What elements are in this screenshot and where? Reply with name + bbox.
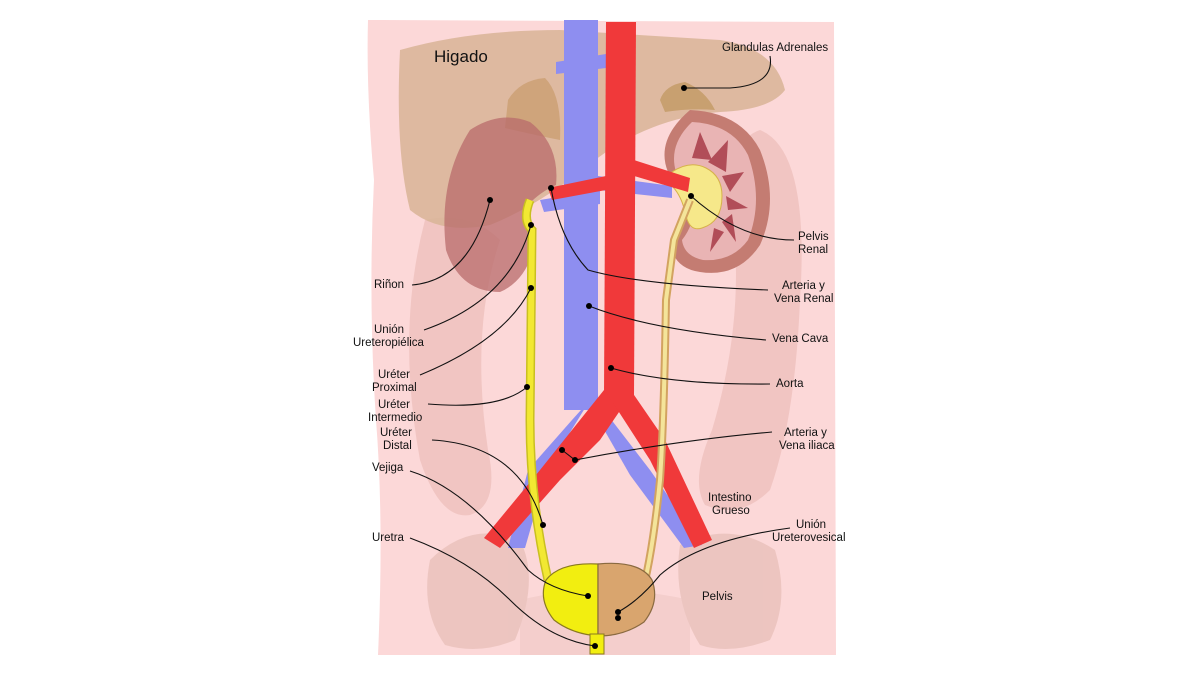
label-glandulas-adrenales: Glandulas Adrenales — [722, 42, 828, 54]
dot-arteria-renal — [548, 185, 554, 191]
leader-uretra — [409, 537, 596, 647]
label-union-uv-1: Unión — [796, 519, 826, 531]
dot-ureter-distal — [540, 522, 546, 528]
label-ureter-distal-1: Uréter — [380, 427, 412, 439]
dot-arteria-iliaca-a — [559, 447, 565, 453]
label-arteria-iliaca-1: Arteria y — [784, 427, 827, 439]
dot-pelvis — [615, 615, 621, 621]
leader-aorta — [610, 367, 771, 385]
dot-arteria-iliaca-b — [572, 457, 578, 463]
leader-ureter-distal — [431, 439, 544, 526]
label-ureter-distal-2: Distal — [383, 440, 412, 452]
leader-glandulas — [684, 55, 772, 89]
leader-union-uv — [617, 527, 791, 613]
label-union-uv-2: Ureterovesical — [772, 532, 846, 544]
leader-arteria-renal — [550, 187, 769, 291]
dot-vena-cava — [586, 303, 592, 309]
leader-ureter-inter — [427, 386, 528, 406]
leader-rinon — [411, 199, 491, 286]
ureter-left-core — [523, 198, 551, 581]
label-arteria-iliaca-2: Vena iliaca — [779, 440, 835, 452]
dot-glandulas — [681, 85, 687, 91]
label-ureter-inter-1: Uréter — [378, 399, 410, 411]
bladder — [542, 562, 656, 655]
label-ureter-prox-2: Proximal — [372, 382, 417, 394]
leader-ureter-prox — [419, 287, 532, 376]
dot-ureter-prox — [528, 285, 534, 291]
label-intestino-2: Grueso — [712, 505, 750, 517]
leader-union-up — [423, 224, 532, 331]
label-union-up-1: Unión — [374, 324, 404, 336]
adrenal-gland-right — [660, 82, 715, 112]
dot-union-up — [528, 222, 534, 228]
label-union-up-2: Ureteropiélica — [353, 337, 425, 349]
label-aorta: Aorta — [776, 378, 804, 390]
label-vena-cava: Vena Cava — [772, 333, 829, 345]
dot-vejiga — [585, 593, 591, 599]
dot-pelvis-renal — [688, 193, 694, 199]
colon-shadow — [409, 130, 802, 516]
dot-aorta — [608, 365, 614, 371]
dot-ureter-inter — [524, 384, 530, 390]
label-arteria-renal-2: Vena Renal — [774, 293, 833, 305]
label-pelvis: Pelvis — [702, 591, 733, 603]
label-intestino-1: Intestino — [708, 492, 751, 504]
leader-arteria-iliaca — [561, 431, 773, 461]
label-ureter-inter-2: Intermedio — [368, 412, 422, 424]
label-vejiga: Vejiga — [372, 462, 404, 474]
label-arteria-renal-1: Arteria y — [782, 280, 825, 292]
label-rinon: Riñon — [374, 279, 404, 291]
dot-rinon — [487, 197, 493, 203]
dot-union-uv — [615, 609, 621, 615]
label-uretra: Uretra — [372, 532, 405, 544]
leader-vena-cava — [588, 305, 767, 341]
ureter-right-core — [638, 199, 692, 601]
label-pelvis-renal-2: Renal — [798, 244, 828, 256]
label-higado: Higado — [434, 47, 488, 66]
label-pelvis-renal-1: Pelvis — [798, 231, 829, 243]
dot-uretra — [592, 643, 598, 649]
leader-vejiga — [409, 470, 589, 597]
label-ureter-prox-1: Uréter — [378, 369, 410, 381]
leader-pelvis-renal — [690, 195, 795, 241]
